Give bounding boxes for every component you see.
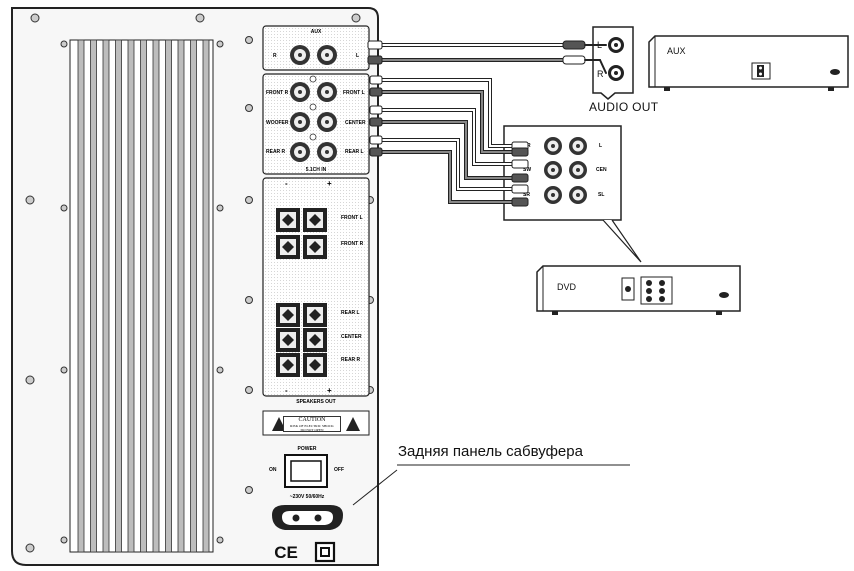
- aux-panel-r-label: R: [273, 53, 277, 59]
- speaker-label-front-l: FRONT L: [341, 215, 363, 221]
- ce-mark-text: CE: [274, 543, 298, 562]
- speaker-terminal: [276, 328, 300, 352]
- input-panel-51ch: FRONT R FRONT L WOOFER CENTER REAR R REA…: [262, 73, 370, 175]
- audio-out-label: AUDIO OUT: [589, 100, 659, 114]
- rca-cable-core: [377, 109, 521, 165]
- input-label-front-r: FRONT R: [266, 90, 289, 96]
- power-switch: POWER ON OFF: [269, 446, 344, 488]
- dvd-jack-sw: SW: [523, 167, 531, 173]
- mains-label: ~230V 50/60Hz: [290, 494, 325, 500]
- speaker-label-center: CENTER: [341, 334, 362, 340]
- audio-out-r: R: [597, 69, 604, 79]
- speaker-terminal: [276, 208, 300, 232]
- dvd-jack-sl: SL: [598, 192, 604, 198]
- rca-plug: [369, 75, 383, 85]
- rca-plug: [369, 147, 383, 157]
- dvd-jack-sr: SR: [523, 192, 530, 198]
- rca-plug: [369, 135, 383, 145]
- caution-label: CAUTION RISK OF ELECTRIC SHOCK DO NOT OP…: [283, 416, 341, 432]
- heatsink-fin: [177, 39, 185, 553]
- speakers-out-label: SPEAKERS OUT: [296, 399, 335, 405]
- aux-device-label: AUX: [667, 46, 686, 56]
- ce-mark: CE: [274, 543, 298, 562]
- rca-plug: [369, 87, 383, 97]
- dvd-jack-r: R: [527, 143, 531, 149]
- speaker-minus-bottom: -: [285, 386, 288, 395]
- input-label-center: CENTER: [345, 120, 366, 126]
- input-label-front-l: FRONT L: [343, 90, 365, 96]
- speaker-terminal: [276, 303, 300, 327]
- speaker-terminal: [303, 235, 327, 259]
- speaker-terminal: [303, 353, 327, 377]
- aux-panel-title: AUX: [311, 29, 322, 35]
- rca-cable: [376, 78, 522, 148]
- speaker-plus-top: +: [327, 179, 332, 188]
- dvd-device: DVD: [536, 265, 741, 315]
- power-on-label: ON: [269, 467, 277, 473]
- heatsink-fin: [165, 39, 172, 553]
- heatsink-fin: [140, 39, 147, 553]
- subwoofer-caption: Задняя панель сабвуфера: [398, 443, 583, 460]
- speaker-terminal: [303, 208, 327, 232]
- rca-plug: [511, 197, 529, 207]
- speaker-label-rear-r: REAR R: [341, 357, 361, 363]
- heatsink: [69, 39, 214, 553]
- aux-device: AUX: [648, 35, 849, 91]
- heatsink-fin: [90, 39, 97, 553]
- aux-jack-r: [290, 45, 310, 65]
- speaker-terminal: [276, 353, 300, 377]
- input-group-label: 5.1CH IN: [306, 167, 327, 173]
- heatsink-fin: [77, 39, 85, 553]
- mains-socket: ~230V 50/60Hz: [272, 494, 343, 530]
- power-off-label: OFF: [334, 467, 344, 473]
- speaker-minus-top: -: [285, 179, 288, 188]
- rca-plug: [369, 105, 383, 115]
- heatsink-fin: [190, 39, 197, 553]
- input-label-rear-r: REAR R: [266, 149, 286, 155]
- dvd-device-label: DVD: [557, 282, 577, 292]
- speaker-terminal: [303, 303, 327, 327]
- caption-pointer: [352, 469, 398, 506]
- rca-cable-core: [377, 79, 521, 147]
- heatsink-fin: [202, 39, 210, 553]
- speaker-label-front-r: FRONT R: [341, 241, 364, 247]
- power-label: POWER: [298, 446, 317, 452]
- dvd-jack-l: L: [599, 143, 602, 149]
- heatsink-fin: [102, 39, 110, 553]
- aux-panel-l-label: L: [356, 53, 359, 59]
- double-insulation-icon: [314, 541, 336, 563]
- rca-plug: [511, 147, 529, 157]
- cables: [367, 40, 607, 207]
- rca-cable-core: [377, 91, 521, 153]
- speaker-terminal: [303, 328, 327, 352]
- speakers-out-panel: - + - + FRONT L FRONT R REAR L CENTER RE…: [262, 177, 370, 405]
- speaker-label-rear-l: REAR L: [341, 310, 360, 316]
- caution-line2: DO NOT OPEN: [300, 428, 324, 432]
- speaker-terminal: [276, 235, 300, 259]
- rca-cable-core: [377, 139, 521, 190]
- heatsink-fin: [115, 39, 122, 553]
- heatsink-fin: [152, 39, 160, 553]
- aux-jack-l: [317, 45, 337, 65]
- input-label-rear-l: REAR L: [345, 149, 364, 155]
- heatsink-fin: [127, 39, 135, 553]
- caution-line1: RISK OF ELECTRIC SHOCK: [290, 424, 334, 428]
- rca-plug: [511, 184, 529, 194]
- audio-out-jacks: L R: [592, 26, 634, 100]
- rca-plug: [511, 159, 529, 169]
- rca-cable-core: [377, 121, 521, 179]
- aux-input-panel: AUX R L: [262, 25, 370, 71]
- caution-title: CAUTION: [298, 417, 326, 423]
- rca-plug: [511, 173, 529, 183]
- speaker-plus-bottom: +: [327, 386, 332, 395]
- panel-screws: [25, 13, 374, 553]
- input-label-woofer: WOOFER: [266, 120, 289, 126]
- rca-plug: [369, 117, 383, 127]
- rca-cable-core: [377, 151, 521, 203]
- dvd-jack-cen: CEN: [596, 167, 607, 173]
